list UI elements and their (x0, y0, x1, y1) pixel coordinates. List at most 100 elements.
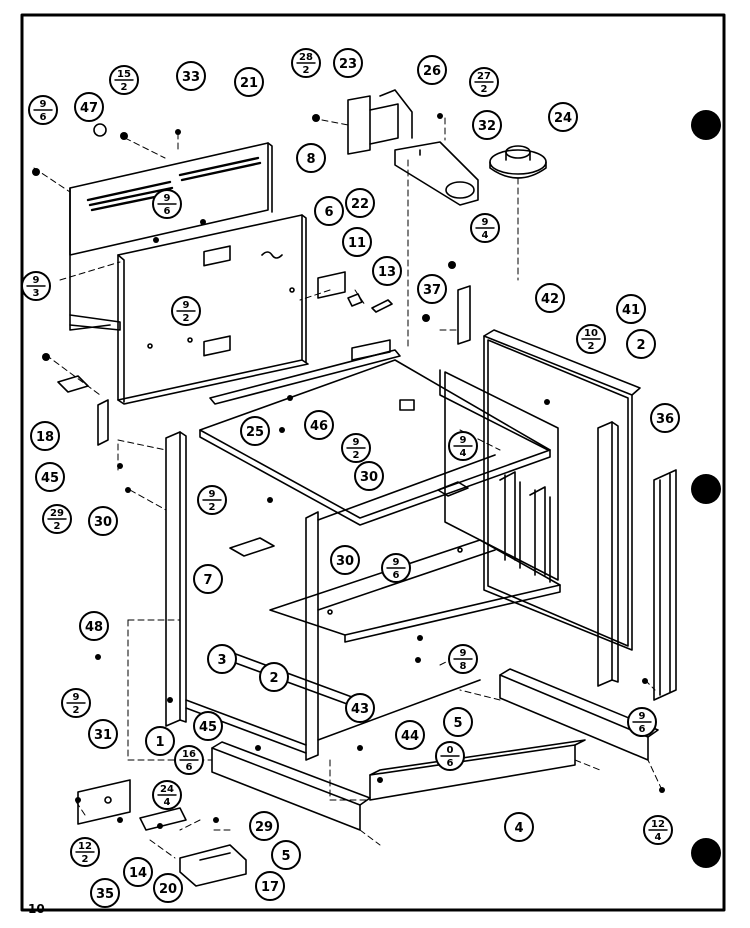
bracket-30c (437, 481, 469, 497)
bracket-17 (179, 844, 247, 887)
callout-bottom: 6 (447, 758, 454, 769)
callout-c41: 41 (616, 294, 646, 324)
callout-bottom: 2 (54, 521, 61, 532)
rail-46 (351, 339, 391, 361)
callout-c16_6: 166 (174, 745, 204, 775)
kick-panel-5-left (211, 741, 371, 831)
callout-label: 4 (514, 821, 523, 836)
callout-circle (443, 707, 473, 737)
callout-bottom: 2 (303, 65, 310, 76)
callout-label: 7 (203, 573, 212, 588)
callout-bottom: 6 (393, 570, 400, 581)
callout-circle (153, 873, 183, 903)
callout-label: 37 (423, 283, 441, 298)
callout-c2a: 2 (626, 329, 656, 359)
callout-circle (417, 55, 447, 85)
callout-c6: 6 (314, 196, 344, 226)
callout-label: 45 (41, 471, 59, 486)
callout-label: 45 (199, 720, 217, 735)
callout-c7: 7 (193, 564, 223, 594)
callout-label: 2 (269, 671, 278, 686)
callout-label: 29 (255, 820, 273, 835)
callout-c23: 23 (333, 48, 363, 78)
callout-c12_4: 124 (643, 815, 673, 845)
callout-circle (330, 545, 360, 575)
callout-label: 20 (159, 882, 177, 897)
callout-bottom: 2 (209, 502, 216, 513)
callout-top: 15 (117, 69, 131, 80)
callout-c9_6b: 96 (152, 189, 182, 219)
callout-c18: 18 (30, 421, 60, 451)
motor-24 (489, 145, 547, 179)
callout-label: 11 (348, 236, 366, 251)
callout-c9_6d: 96 (627, 707, 657, 737)
callout-circle (504, 812, 534, 842)
callout-circle (548, 102, 578, 132)
callout-circle (35, 462, 65, 492)
callout-circle (304, 410, 334, 440)
callout-circle (354, 461, 384, 491)
callout-bottom: 6 (164, 206, 171, 217)
callout-circle (123, 857, 153, 887)
callout-bottom: 4 (655, 832, 662, 843)
callout-bottom: 2 (73, 705, 80, 716)
control-panel-8 (117, 214, 309, 405)
callout-bottom: 2 (588, 341, 595, 352)
binder-hole-bottom (691, 838, 721, 868)
binder-hole-top (691, 110, 721, 140)
bracket-31 (77, 779, 131, 825)
callout-c46: 46 (304, 410, 334, 440)
callout-bottom: 6 (40, 112, 47, 123)
bracket-32 (394, 141, 479, 206)
callout-top: 9 (460, 648, 467, 659)
callout-c1: 1 (145, 726, 175, 756)
callout-bottom: 3 (33, 288, 40, 299)
callout-label: 2 (636, 338, 645, 353)
callout-label: 33 (182, 70, 200, 85)
callout-c33: 33 (176, 61, 206, 91)
binder-hole-middle (691, 474, 721, 504)
callout-label: 44 (401, 729, 419, 744)
side-panel-42 (483, 329, 641, 651)
callout-c36: 36 (650, 403, 680, 433)
callout-c14: 14 (123, 857, 153, 887)
callout-c43: 43 (345, 693, 375, 723)
callout-c32: 32 (472, 110, 502, 140)
callout-c9_6c: 96 (381, 553, 411, 583)
callout-circle (616, 294, 646, 324)
callout-c15_2: 152 (109, 65, 139, 95)
callout-top: 29 (50, 508, 64, 519)
callout-label: 36 (656, 412, 674, 427)
callout-bottom: 2 (183, 313, 190, 324)
leader-lines (33, 117, 663, 859)
callout-c37: 37 (417, 274, 447, 304)
callout-bottom: 2 (481, 84, 488, 95)
callout-bottom: 4 (460, 448, 467, 459)
callout-label: 6 (324, 205, 333, 220)
callout-label: 22 (351, 197, 369, 212)
bracket-23 (347, 89, 413, 155)
callout-label: 30 (94, 515, 112, 530)
callout-label: 5 (281, 849, 290, 864)
callout-c35: 35 (90, 878, 120, 908)
callout-circle (271, 840, 301, 870)
part-18 (57, 375, 89, 393)
callout-c11: 11 (342, 227, 372, 257)
callout-circle (296, 143, 326, 173)
callout-circle (259, 662, 289, 692)
callout-circle (79, 611, 109, 641)
callout-top: 9 (639, 711, 646, 722)
callout-top: 9 (393, 557, 400, 568)
callout-label: 24 (554, 111, 572, 126)
callout-c45b: 45 (193, 711, 223, 741)
callout-bottom: 6 (639, 724, 646, 735)
callout-c42: 42 (535, 283, 565, 313)
callout-label: 3 (217, 653, 226, 668)
callout-label: 8 (306, 152, 315, 167)
callout-c30a: 30 (354, 461, 384, 491)
callout-top: 9 (33, 275, 40, 286)
callout-circle (193, 711, 223, 741)
callout-top: 24 (160, 784, 174, 795)
callout-bottom: 4 (482, 230, 489, 241)
